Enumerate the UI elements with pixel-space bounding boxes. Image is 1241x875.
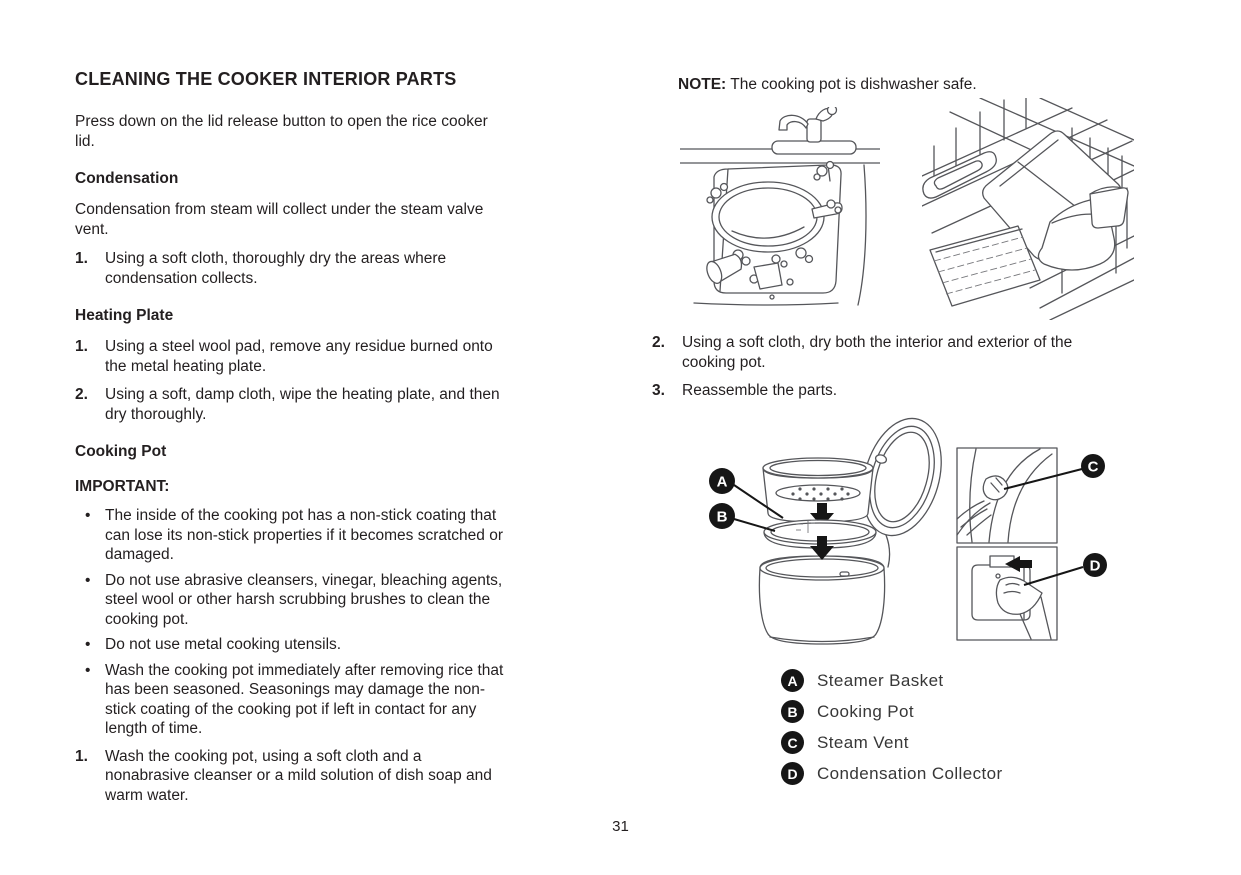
bullet-icon: • xyxy=(85,507,91,524)
label-b-badge xyxy=(709,503,735,529)
step-number: 1. xyxy=(75,747,88,765)
label-b-letter: B xyxy=(717,509,728,526)
cooker-lid xyxy=(862,417,942,568)
note-text: The cooking pot is dishwasher safe. xyxy=(726,76,977,93)
parts-legend: A Steamer Basket B Cooking Pot C Steam V… xyxy=(781,665,1003,789)
label-a-badge xyxy=(709,468,735,494)
legend-badge-d: D xyxy=(781,762,804,785)
left-column: CLEANING THE COOKER INTERIOR PARTS Press… xyxy=(75,68,631,814)
cooker-body xyxy=(758,555,886,645)
label-c-letter: C xyxy=(1088,459,1099,476)
bullet-text: Do not use abrasive cleansers, vinegar, … xyxy=(105,571,503,628)
steam-vent-panel xyxy=(956,447,1058,544)
soap-bubbles xyxy=(706,160,842,288)
step-text: Using a soft cloth, dry both the interio… xyxy=(682,334,1073,371)
condensation-heading: Condensation xyxy=(75,170,179,187)
label-c-badge xyxy=(1081,454,1105,478)
cooking-pot-step-1: 1. Wash the cooking pot, using a soft cl… xyxy=(75,747,631,806)
label-a-letter: A xyxy=(717,474,728,491)
legend-item-cooking-pot: B Cooking Pot xyxy=(781,696,1003,727)
bullet-text: Wash the cooking pot immediately after r… xyxy=(105,661,504,738)
heating-plate-step-2: 2. Using a soft, damp cloth, wipe the he… xyxy=(75,385,631,424)
step-number: 2. xyxy=(75,386,88,403)
cooking-pot-heading: Cooking Pot xyxy=(75,443,167,460)
page-title: CLEANING THE COOKER INTERIOR PARTS xyxy=(75,69,457,89)
step-number: 3. xyxy=(652,382,665,399)
small-cup xyxy=(753,262,783,290)
silverware-basket xyxy=(929,225,1041,307)
measure-marks xyxy=(796,519,817,533)
legend-label: Cooking Pot xyxy=(817,701,915,721)
note-label: NOTE: xyxy=(678,76,727,93)
step-text: Reassemble the parts. xyxy=(682,382,838,399)
right-step-2: 2. Using a soft cloth, dry both the inte… xyxy=(652,333,1182,372)
legend-item-steam-vent: C Steam Vent xyxy=(781,727,1003,758)
left-arrow-icon xyxy=(1005,556,1032,572)
legend-label: Steam Vent xyxy=(817,732,909,752)
step-number: 1. xyxy=(75,250,88,267)
bullet-icon: • xyxy=(85,571,91,589)
label-d-leader xyxy=(1023,566,1084,586)
cooking-pot-part xyxy=(763,519,877,549)
important-label: IMPORTANT: xyxy=(75,478,170,495)
bullet-icon: • xyxy=(85,661,91,679)
label-d-badge xyxy=(1083,553,1107,577)
tipped-cup xyxy=(706,253,743,284)
legend-badge-a: A xyxy=(781,669,804,692)
hand-pulling-collector xyxy=(995,576,1052,640)
step-text: Using a soft cloth, thoroughly dry the a… xyxy=(105,250,447,287)
bullet-icon: • xyxy=(85,636,91,653)
cooking-pot-bullet-1: • The inside of the cooking pot has a no… xyxy=(75,506,631,565)
cooking-pot-bullet-2: • Do not use abrasive cleansers, vinegar… xyxy=(75,571,631,630)
condensation-body: Condensation from steam will collect und… xyxy=(75,201,484,238)
condensation-step-1: 1. Using a soft cloth, thoroughly dry th… xyxy=(75,249,631,288)
label-b-leader xyxy=(733,518,776,532)
bullet-text: The inside of the cooking pot has a non-… xyxy=(105,507,504,563)
step-text: Using a steel wool pad, remove any resid… xyxy=(105,338,493,375)
legend-label: Condensation Collector xyxy=(817,763,1003,783)
step-text: Using a soft, damp cloth, wipe the heati… xyxy=(105,386,500,423)
hand-holding-vent xyxy=(956,500,992,536)
page-number: 31 xyxy=(612,818,629,835)
legend-label: Steamer Basket xyxy=(817,670,944,690)
legend-badge-c: C xyxy=(781,731,804,754)
dishwasher-rack-illustration xyxy=(922,98,1134,320)
step-text: Wash the cooking pot, using a soft cloth… xyxy=(105,747,492,804)
cup-in-rack xyxy=(1089,187,1129,229)
right-step-3: 3. Reassemble the parts. xyxy=(652,381,1182,401)
cooking-pot-bullet-4: • Wash the cooking pot immediately after… xyxy=(75,661,631,739)
right-steps: 2. Using a soft cloth, dry both the inte… xyxy=(652,333,1182,410)
step-number: 1. xyxy=(75,338,88,355)
label-c-leader xyxy=(1003,468,1083,490)
heating-plate-step-1: 1. Using a steel wool pad, remove any re… xyxy=(75,337,631,376)
note-line: NOTE: The cooking pot is dishwasher safe… xyxy=(678,75,1198,95)
down-arrow-icon xyxy=(810,536,834,560)
legend-item-condensation-collector: D Condensation Collector xyxy=(781,758,1003,789)
cooking-pot-bullet-3: • Do not use metal cooking utensils. xyxy=(75,635,631,655)
right-column: NOTE: The cooking pot is dishwasher safe… xyxy=(650,65,1210,835)
bullet-text: Do not use metal cooking utensils. xyxy=(105,636,342,653)
sink-washing-illustration xyxy=(680,107,880,306)
steamer-basket xyxy=(762,457,874,523)
legend-item-steamer-basket: A Steamer Basket xyxy=(781,665,1003,696)
basket-perforations xyxy=(791,487,850,501)
condensation-collector-panel xyxy=(956,546,1058,641)
label-d-letter: D xyxy=(1090,558,1101,575)
down-arrow-icon xyxy=(810,503,834,527)
step-number: 2. xyxy=(652,334,665,351)
heating-plate-heading: Heating Plate xyxy=(75,307,174,324)
label-a-leader xyxy=(733,484,784,519)
intro-paragraph: Press down on the lid release button to … xyxy=(75,113,488,150)
legend-badge-b: B xyxy=(781,700,804,723)
cooker-parts-diagram: A B C xyxy=(709,417,1107,645)
